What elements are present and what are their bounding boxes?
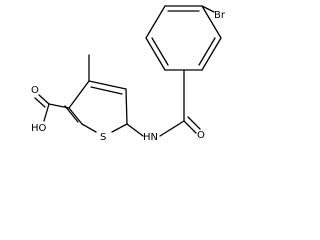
- carboxyl-o-label: O: [31, 85, 39, 96]
- amide-o-label: O: [197, 130, 205, 141]
- bromine-bond: [201, 5, 215, 13]
- carboxyl-oh-label: HO: [31, 123, 47, 134]
- thiophene-ring: [64, 80, 128, 133]
- benzene-ring: [145, 5, 222, 71]
- amide-nh-label: HN: [143, 132, 158, 143]
- carboxylic-acid-group: [34, 94, 70, 122]
- molecule-structure: Br O HO S HN O: [31, 5, 226, 143]
- amide-linker: [126, 69, 201, 137]
- thiophene-s-label: S: [100, 132, 106, 143]
- bromine-label: Br: [214, 10, 226, 21]
